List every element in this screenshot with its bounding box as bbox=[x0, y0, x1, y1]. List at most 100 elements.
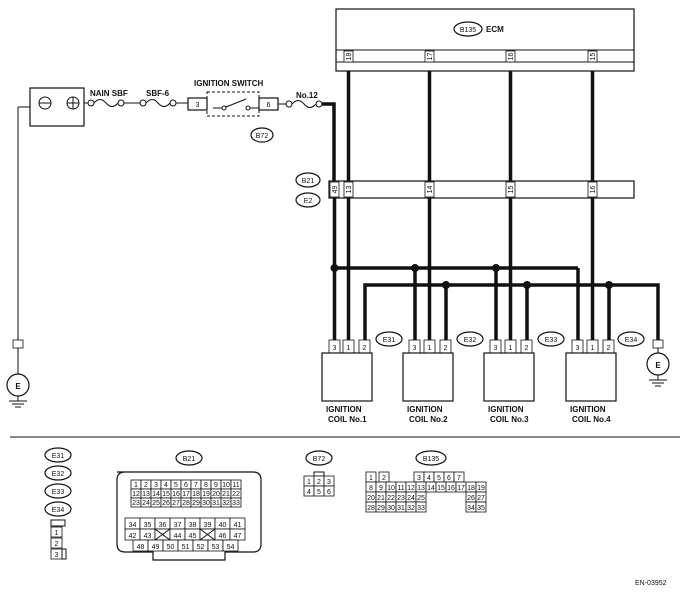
connector-pin-number: 5 bbox=[317, 489, 321, 496]
coil-pin: 1 bbox=[428, 345, 432, 352]
legend-connector-label: B135 bbox=[423, 456, 439, 463]
connector-pin-number: 26 bbox=[467, 495, 475, 502]
coil-name: IGNITION bbox=[326, 405, 362, 414]
ecm-label: ECM bbox=[486, 25, 504, 34]
coil-name: IGNITION bbox=[488, 405, 524, 414]
connector-pin-number: 6 bbox=[184, 482, 188, 489]
connector-pin-number: 29 bbox=[377, 505, 385, 512]
connector-pin-number: 24 bbox=[142, 500, 150, 507]
connector-pin-number: 13 bbox=[417, 485, 425, 492]
connector-pin-number: 41 bbox=[234, 522, 242, 529]
ecm-pin: 16 bbox=[508, 53, 515, 61]
connector-tag-b21 bbox=[295, 172, 321, 188]
connector-pin-number: 20 bbox=[212, 491, 220, 498]
connector-pin-number: 33 bbox=[417, 505, 425, 512]
power-bus bbox=[330, 198, 580, 340]
connector-pin-number: 38 bbox=[189, 522, 197, 529]
coil-number: COIL No.4 bbox=[572, 415, 611, 424]
battery-symbol bbox=[29, 87, 85, 127]
ignition-coil-3: 3 1 2 E33 IGNITION COIL No.3 bbox=[483, 331, 565, 424]
connector-pin-number: 29 bbox=[192, 500, 200, 507]
connector-pin-number: 11 bbox=[397, 485, 404, 492]
connector-pin-number: 42 bbox=[129, 533, 137, 540]
legend-coil-connectors: E31 E32 E33 E34 1 2 3 bbox=[44, 447, 72, 560]
connector-pin-number: 33 bbox=[232, 500, 240, 507]
connector-pin-number: 50 bbox=[167, 544, 175, 551]
connector-pin-number: 45 bbox=[189, 533, 197, 540]
ignition-coil-2: 3 1 2 E32 IGNITION COIL No.2 bbox=[402, 331, 484, 424]
connector-pin-number: 37 bbox=[174, 522, 182, 529]
connector-pin-number: 27 bbox=[172, 500, 180, 507]
legend-pin: 2 bbox=[55, 541, 59, 548]
connector-pin-number: 7 bbox=[457, 475, 461, 482]
harness-connector: 49 13 14 15 16 bbox=[328, 180, 635, 199]
connector-pin-number: 2 bbox=[382, 475, 386, 482]
ground-label: E bbox=[655, 361, 661, 370]
connector-pin-number: 5 bbox=[437, 475, 441, 482]
connector-pin-number: 5 bbox=[174, 482, 178, 489]
connector-pin-number: 10 bbox=[387, 485, 395, 492]
coil-number: COIL No.2 bbox=[409, 415, 448, 424]
legend-pin: 1 bbox=[55, 530, 59, 537]
ecm-signal-wires bbox=[346, 71, 595, 181]
connector-pin-number: 14 bbox=[152, 491, 160, 498]
connector-pin-number: 49 bbox=[152, 544, 160, 551]
connector-pin-number: 9 bbox=[379, 485, 383, 492]
coil-name: IGNITION bbox=[407, 405, 443, 414]
legend-connector-label: B72 bbox=[313, 456, 326, 463]
coil-pin: 2 bbox=[525, 345, 529, 352]
connector-pin-number: 44 bbox=[174, 533, 182, 540]
connector-pin-number: 14 bbox=[427, 485, 435, 492]
connector-pin-number: 34 bbox=[467, 505, 475, 512]
coil-connector-label: E33 bbox=[545, 337, 558, 344]
coil-pin: 3 bbox=[333, 345, 337, 352]
connector-pin-number: 20 bbox=[367, 495, 375, 502]
connector-pin-number: 31 bbox=[212, 500, 220, 507]
coil-pin: 3 bbox=[576, 345, 580, 352]
connector-pin-number: 24 bbox=[407, 495, 415, 502]
ecm-pin: 17 bbox=[427, 53, 434, 61]
connector-pin-number: 34 bbox=[129, 522, 137, 529]
fuse-no12 bbox=[278, 100, 336, 190]
sbf-label: SBF-6 bbox=[146, 89, 170, 98]
connector-pin-number: 40 bbox=[219, 522, 227, 529]
connector-pin-number: 9 bbox=[214, 482, 218, 489]
coil-pin: 2 bbox=[363, 345, 367, 352]
connector-pin-number: 32 bbox=[222, 500, 230, 507]
connector-pin-number: 48 bbox=[137, 544, 145, 551]
coil-number: COIL No.3 bbox=[490, 415, 529, 424]
connector-pin-number: 4 bbox=[164, 482, 168, 489]
connector-pin-number: 1 bbox=[307, 479, 311, 486]
coil-pin: 2 bbox=[607, 345, 611, 352]
ecm-unit: B135 ECM 18 17 16 15 bbox=[335, 8, 635, 72]
ground-label: E bbox=[15, 382, 21, 391]
coil-pin: 2 bbox=[444, 345, 448, 352]
connector-pin-number: 4 bbox=[307, 489, 311, 496]
connector-pin-number: 3 bbox=[327, 479, 331, 486]
connector-tag-e2 bbox=[295, 192, 321, 208]
connector-pin-number: 1 bbox=[369, 475, 373, 482]
connector-pin-number: 32 bbox=[407, 505, 415, 512]
connector-pin-number: 27 bbox=[477, 495, 485, 502]
connector-pin-number: 28 bbox=[182, 500, 190, 507]
coil-pin: 1 bbox=[347, 345, 351, 352]
harness-pin: 16 bbox=[590, 186, 597, 194]
coil-name: IGNITION bbox=[570, 405, 606, 414]
connector-pin-number: 35 bbox=[144, 522, 152, 529]
connector-pin-number: 54 bbox=[227, 544, 235, 551]
ground-bus bbox=[363, 281, 660, 340]
ground-symbol-left: E bbox=[6, 339, 30, 408]
connector-pin-number: 28 bbox=[367, 505, 375, 512]
connector-pin-number: 16 bbox=[172, 491, 180, 498]
coil-connector-label: E32 bbox=[464, 337, 477, 344]
connector-pin-number: 2 bbox=[317, 479, 321, 486]
connector-pin-number: 52 bbox=[197, 544, 205, 551]
ignition-switch-label: IGNITION SWITCH bbox=[194, 79, 264, 88]
connector-pin-number: 18 bbox=[467, 485, 475, 492]
connector-pin-number: 7 bbox=[194, 482, 198, 489]
coil-connector-label: E34 bbox=[625, 337, 638, 344]
